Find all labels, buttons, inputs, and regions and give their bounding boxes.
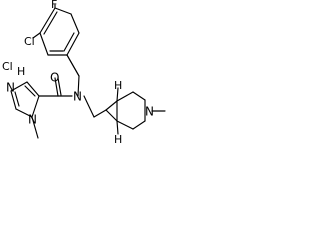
bond-imidazole-n-methyl <box>31 116 39 139</box>
bond-benzene-double-2 <box>63 32 75 52</box>
bond-benzene-1 <box>39 7 56 34</box>
bicyclic-h-top-label: H <box>114 79 122 92</box>
bicyclic-nitrogen-label: N <box>145 105 154 119</box>
bond-bicyclic-8 <box>116 120 134 130</box>
bond-ch2-to-n <box>77 75 80 97</box>
bond-bicyclic-2 <box>105 109 118 122</box>
bond-h-bottom <box>116 120 119 135</box>
bond-ring-up-connector <box>66 54 80 77</box>
bicyclic-h-bottom-label: H <box>114 133 122 146</box>
bond-benzene-4 <box>66 32 80 56</box>
imidazole-nitrogen-top-label: N <box>6 81 15 95</box>
fluorine-label: F <box>51 0 57 11</box>
chemical-structure-diagram: F Cl Cl H O N N N N H H <box>2 0 166 146</box>
bond-n-to-chain <box>83 95 95 118</box>
bond-bicyclic-5 <box>132 91 146 101</box>
bond-benzene-double-1 <box>43 11 58 35</box>
bond-imidazole-4 <box>15 108 33 118</box>
hcl-h-label: H <box>17 65 25 78</box>
bond-imidazole-3 <box>10 90 17 110</box>
bond-imidazole-2 <box>10 81 28 92</box>
bond-h-top <box>116 87 119 102</box>
bond-bicyclic-4 <box>116 91 134 102</box>
bond-benzene-6 <box>39 32 49 56</box>
bond-imidazole-double-2 <box>14 91 20 107</box>
imidazole-nitrogen-bottom-label: N <box>28 113 37 127</box>
bond-carbonyl-c-to-o-1 <box>54 77 59 97</box>
amide-nitrogen-label: N <box>73 90 82 104</box>
bond-benzene-3 <box>70 13 80 34</box>
amide-oxygen-label: O <box>50 71 59 85</box>
bond-chain-to-bicyclic <box>93 109 107 118</box>
bond-bicyclic-1 <box>105 100 118 111</box>
hcl-cl-label: Cl <box>2 60 13 73</box>
bond-benzene-2 <box>54 7 72 15</box>
bond-ring-to-chlorine <box>32 32 41 39</box>
bond-imidazole-5 <box>31 95 40 118</box>
bond-imidazole-double-1 <box>24 85 36 97</box>
bond-imidazole-1 <box>26 81 40 97</box>
bond-carbonyl-c-to-o-2 <box>57 77 62 96</box>
bond-bicyclic-7 <box>132 120 146 130</box>
chlorine-label: Cl <box>24 35 35 48</box>
